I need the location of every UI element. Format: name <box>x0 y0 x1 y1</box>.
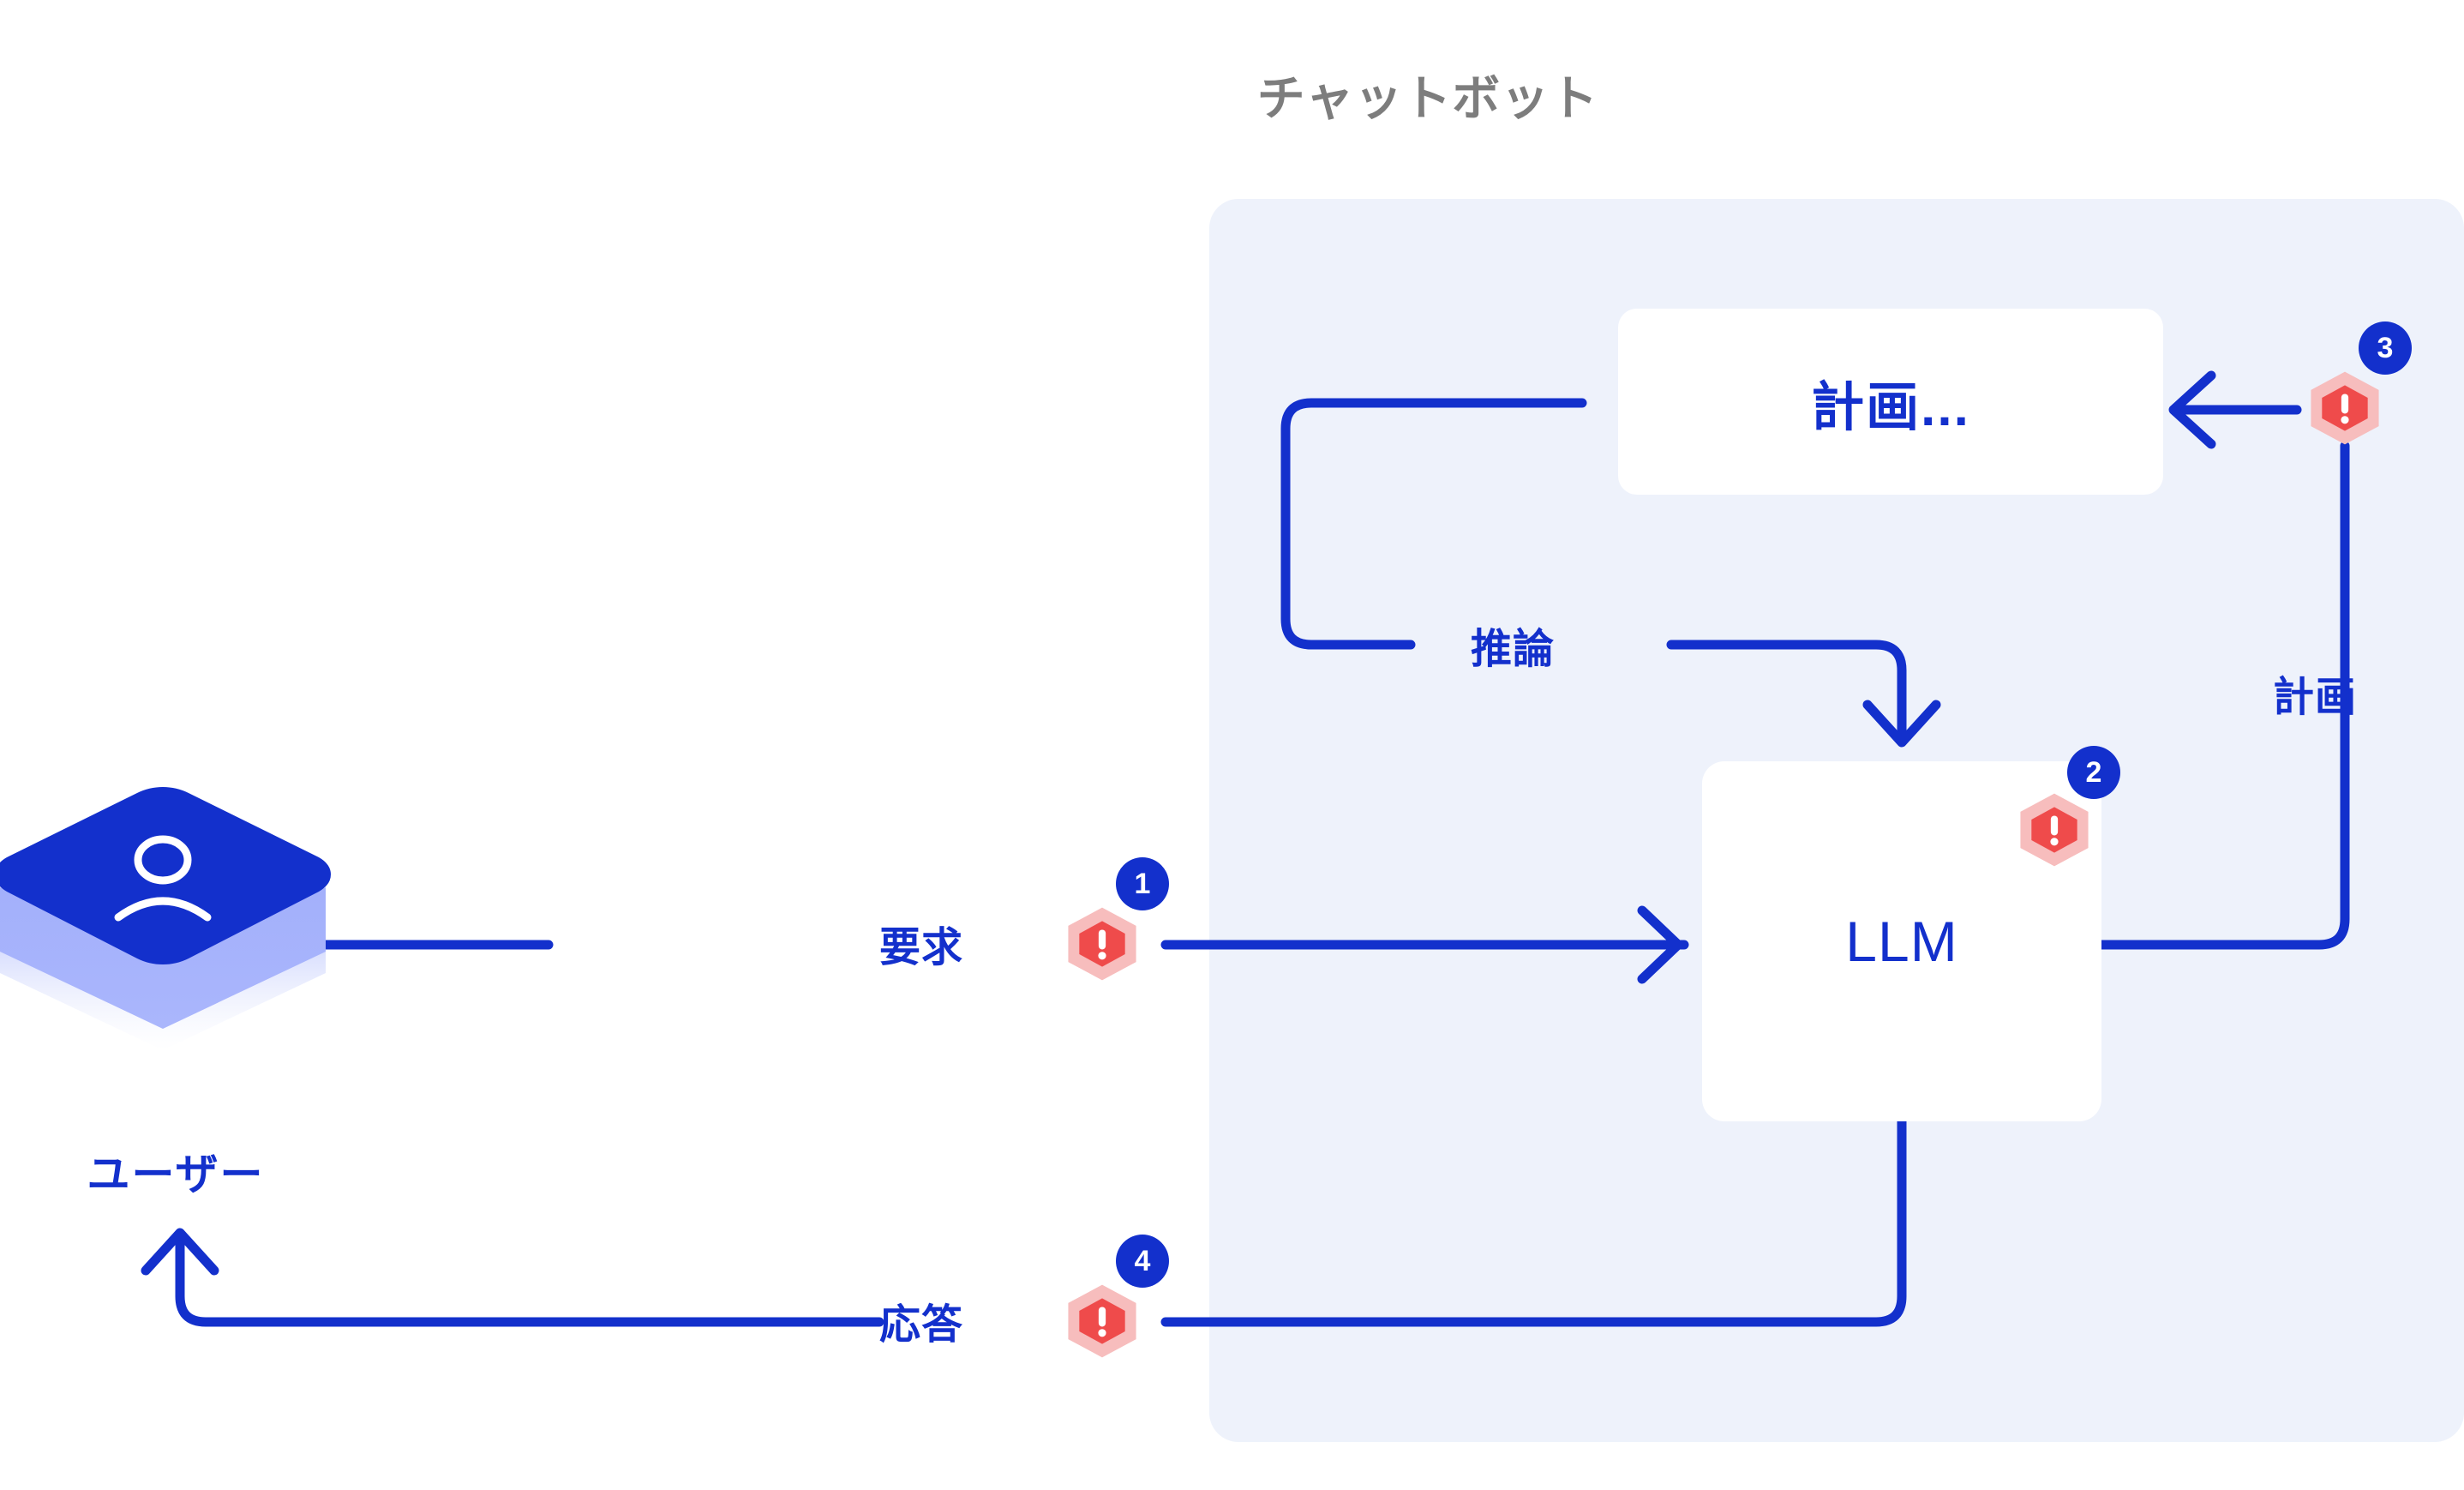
warning-marker-request-icon[interactable] <box>1063 904 1142 983</box>
edge-label-reasoning: 推論 <box>1471 627 1556 672</box>
warning-marker-llm-icon[interactable] <box>2015 790 2094 869</box>
user-node-right-face <box>163 887 326 1029</box>
warning-marker-plan-icon[interactable] <box>2305 369 2384 448</box>
step-badge-2: 2 <box>2067 746 2120 799</box>
plan-node[interactable]: 計画... <box>1618 309 2163 495</box>
edge-label-plan: 計画 <box>2273 675 2358 720</box>
edge-label-response: 応答 <box>879 1302 964 1348</box>
step-badge-1: 1 <box>1116 857 1169 910</box>
user-node-top-face <box>0 787 331 964</box>
step-badge-3: 3 <box>2359 321 2412 375</box>
plan-node-label: 計画... <box>1811 377 1970 437</box>
step-badge-4: 4 <box>1116 1235 1169 1288</box>
llm-node-label: LLM <box>1845 910 1958 973</box>
warning-marker-response-icon[interactable] <box>1063 1282 1142 1361</box>
llm-node[interactable]: LLM <box>1702 761 2101 1121</box>
user-node-label: ユーザー <box>87 1151 265 1199</box>
edge-label-request: 要求 <box>879 925 964 970</box>
wire-response-to-user <box>175 1229 884 1327</box>
user-icon <box>114 835 212 922</box>
user-node-left-face <box>0 887 163 1029</box>
arrowhead-response <box>141 1228 219 1276</box>
user-node[interactable] <box>0 754 360 1114</box>
chatbot-group-title: チャットボット <box>1256 71 1599 125</box>
